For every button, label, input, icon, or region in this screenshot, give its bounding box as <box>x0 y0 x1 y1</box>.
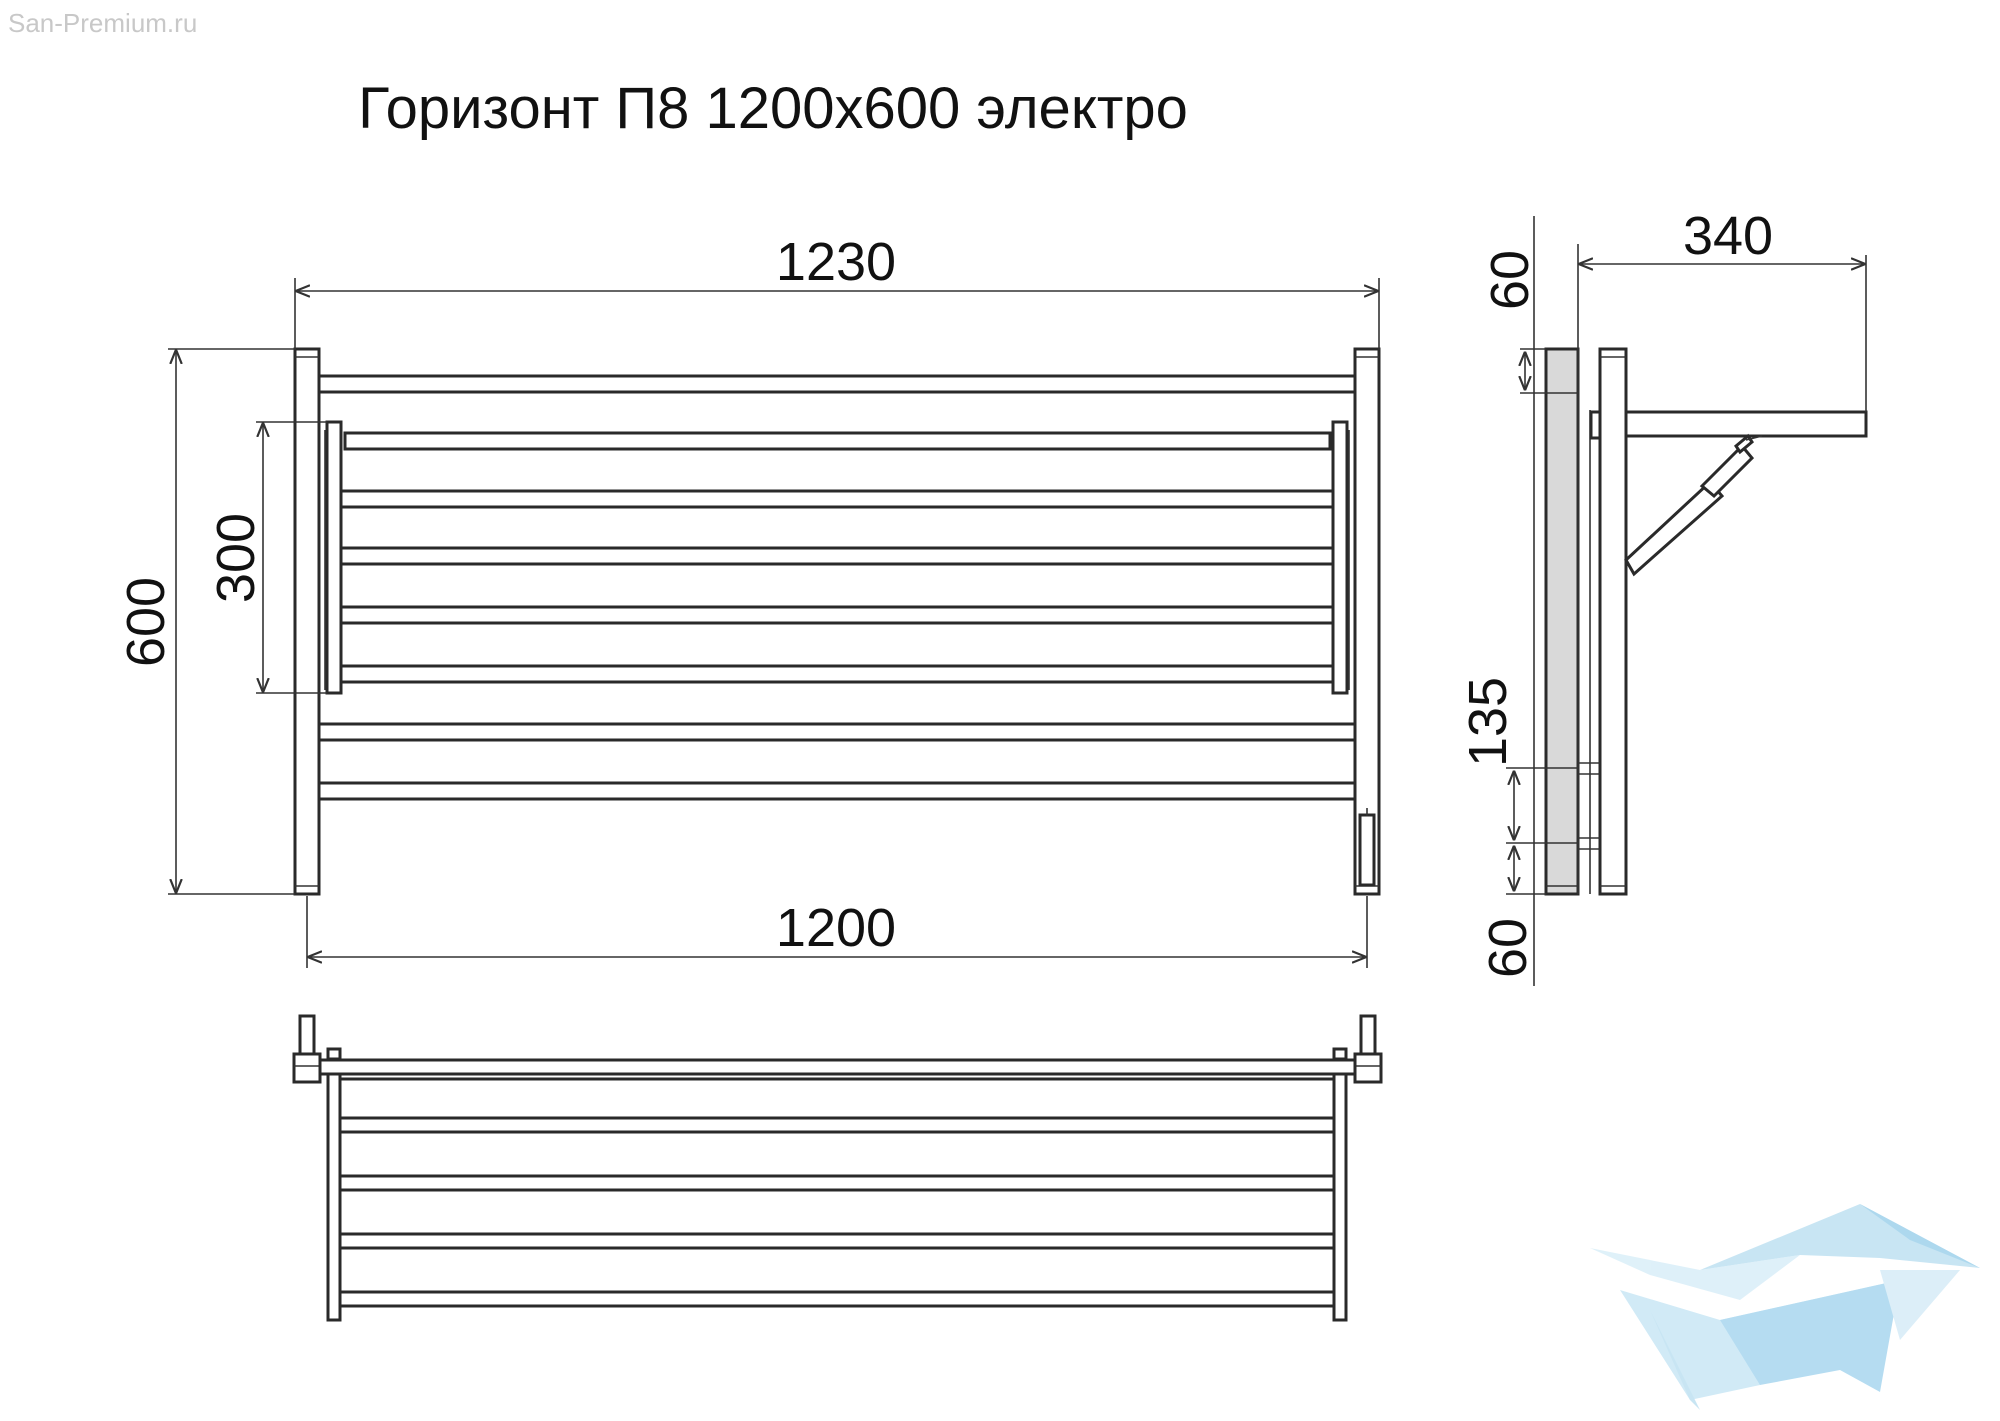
top-left-rail <box>326 1072 342 1322</box>
dim-depth: 340 <box>1683 206 1773 266</box>
dim-connection-spacing: 135 <box>1458 677 1518 767</box>
top-bar-4 <box>338 1290 1336 1308</box>
side-dimensions: 340 60 135 60 <box>1458 206 1867 986</box>
top-right-connector-stem <box>1359 1014 1377 1058</box>
dim-bottom-offset: 60 <box>1478 918 1538 978</box>
dim-overall-height: 600 <box>116 577 176 667</box>
front-right-post <box>1353 347 1381 896</box>
shelf-left-plate <box>325 420 343 695</box>
shelf-bar-1 <box>339 489 1335 509</box>
top-main-bar <box>318 1058 1357 1076</box>
side-strut-joint <box>1699 443 1755 499</box>
top-left-connector-stem <box>298 1014 316 1058</box>
dim-center-distance: 1200 <box>776 898 896 958</box>
shelf-bar-2 <box>339 546 1335 566</box>
dim-top-offset: 60 <box>1480 250 1540 310</box>
dim-overall-width: 1230 <box>776 232 896 292</box>
shelf-front-rail <box>343 431 1332 451</box>
front-dimensions: 1230 1200 600 300 <box>116 232 1380 968</box>
top-bar-3 <box>338 1232 1336 1250</box>
front-view <box>293 347 1381 896</box>
top-right-connector <box>1353 1052 1383 1084</box>
heater-controller <box>1358 813 1376 887</box>
watermark-site: San-Premium.ru <box>8 8 197 38</box>
top-right-rail <box>1332 1072 1348 1322</box>
side-strut-lower <box>1624 479 1725 577</box>
front-bar-low-2 <box>317 781 1357 801</box>
bird-logo-icon <box>1590 1204 1980 1410</box>
shelf-right-plate <box>1331 420 1349 695</box>
top-view <box>292 1014 1383 1322</box>
front-bar-top <box>317 374 1357 394</box>
front-bar-low-1 <box>317 722 1357 742</box>
shelf-bar-4 <box>339 664 1335 684</box>
top-left-connector <box>292 1052 322 1084</box>
side-main-post <box>1598 347 1628 896</box>
shelf-bar-3 <box>339 605 1335 625</box>
side-view <box>1544 347 1868 896</box>
side-shelf-arm <box>1624 410 1868 438</box>
front-left-post <box>293 347 321 896</box>
top-bar-2 <box>338 1174 1336 1192</box>
drawing-title: Горизонт П8 1200х600 электро <box>358 76 1188 141</box>
top-bar-1 <box>338 1116 1336 1134</box>
side-grey-strip <box>1544 347 1580 896</box>
dim-shelf-height: 300 <box>206 513 266 603</box>
